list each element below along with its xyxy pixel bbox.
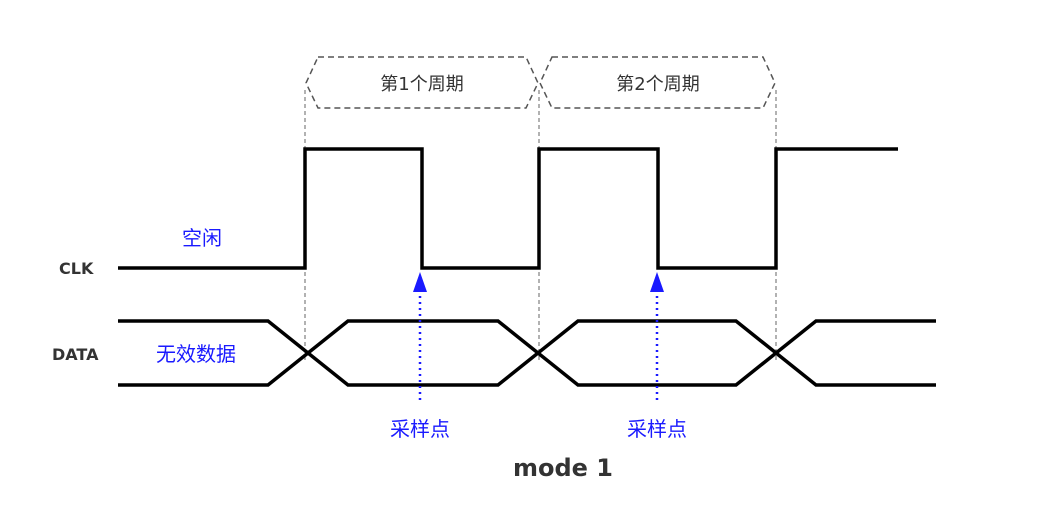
data-signal-label: DATA — [52, 345, 99, 364]
data-waveform-upper — [118, 319, 936, 387]
idle-state-label: 空闲 — [182, 226, 222, 250]
invalid-data-label: 无效数据 — [156, 342, 236, 366]
period-label-1: 第1个周期 — [380, 74, 463, 95]
period-bracket-2 — [539, 56, 776, 109]
clk-waveform — [118, 147, 898, 270]
data-waveform-lower — [118, 319, 936, 387]
clk-signal-label: CLK — [59, 259, 94, 278]
sample-arrow-head-2 — [650, 272, 664, 292]
sample-point-label-1: 采样点 — [390, 417, 450, 441]
period-bracket-1 — [305, 56, 539, 109]
sample-arrow-head-1 — [413, 272, 427, 292]
period-label-2: 第2个周期 — [616, 74, 699, 95]
diagram-title: mode 1 — [513, 454, 613, 482]
sample-point-label-2: 采样点 — [627, 417, 687, 441]
